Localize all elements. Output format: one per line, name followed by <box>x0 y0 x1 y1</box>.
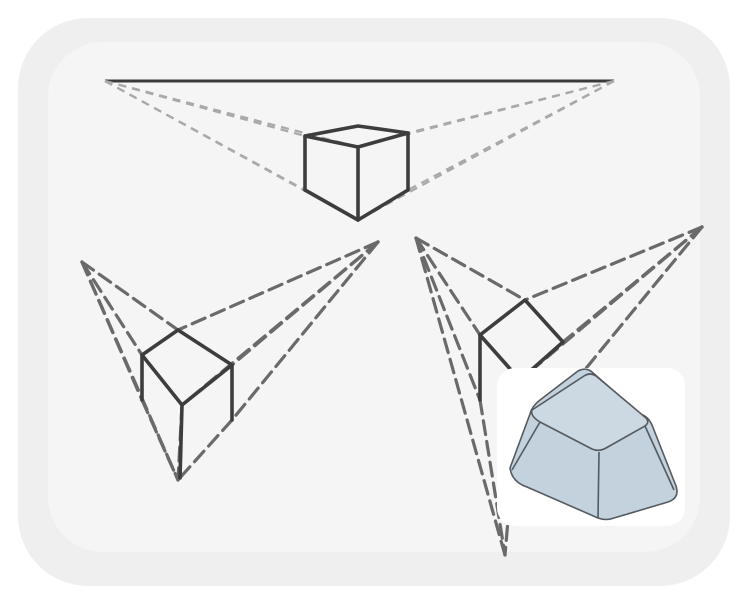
two-point-guide-lines <box>104 79 615 221</box>
keycap-icon <box>509 368 678 521</box>
guide-line <box>478 398 507 557</box>
cube-edge <box>356 188 410 222</box>
guide-line <box>176 240 380 332</box>
three-point-perspective-left-group <box>80 240 380 482</box>
guide-line <box>414 236 482 402</box>
guide-line <box>104 79 306 138</box>
keycap-edge <box>511 421 541 471</box>
guide-line <box>407 79 615 135</box>
keycap-card <box>497 368 685 526</box>
cube-top-face <box>478 298 565 382</box>
guide-line <box>414 236 482 337</box>
guide-line <box>407 80 615 191</box>
guide-line <box>414 236 527 302</box>
guide-line <box>80 260 180 332</box>
guide-line <box>414 236 507 557</box>
guide-line <box>230 240 380 422</box>
guide-line <box>80 260 144 357</box>
left-three-point-cube <box>140 328 234 480</box>
guide-line <box>176 418 234 482</box>
cube-edge <box>303 188 360 222</box>
two-point-cube <box>303 124 410 222</box>
two-point-perspective-group <box>104 79 615 222</box>
keycap-edge <box>597 451 600 519</box>
guide-line <box>357 80 615 221</box>
guide-line <box>140 398 180 482</box>
guide-line <box>558 225 704 402</box>
cube-edge <box>178 403 184 480</box>
keycap-edge <box>644 425 675 491</box>
guide-line <box>523 225 704 302</box>
